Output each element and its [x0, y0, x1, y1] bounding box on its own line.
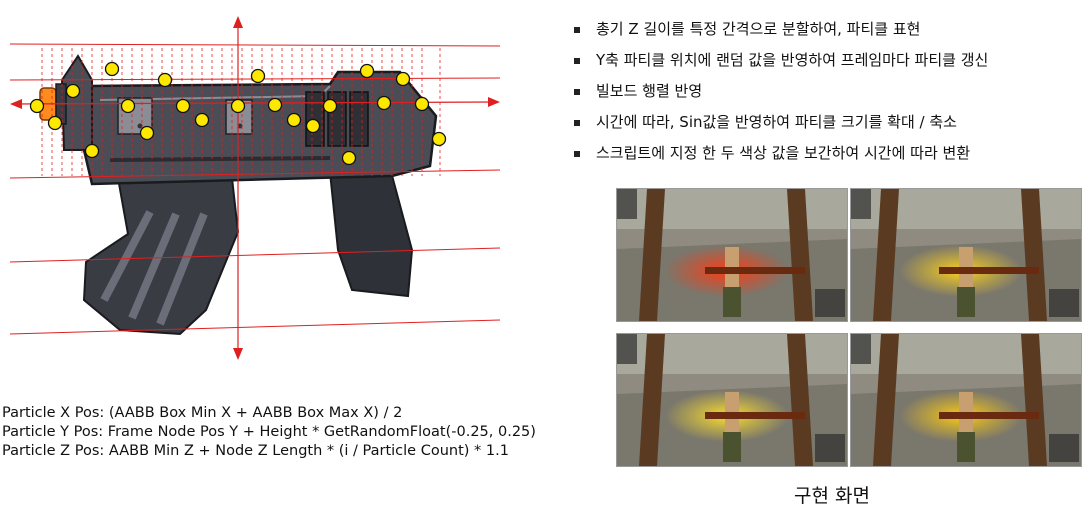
particle-marker	[414, 96, 430, 112]
particle-marker	[250, 68, 266, 84]
z-axis-arrow-left	[10, 99, 22, 109]
bounding-guide-line	[9, 43, 501, 47]
particle-marker	[47, 115, 63, 131]
hud-panel	[1049, 434, 1079, 462]
bullet-text: Y축 파티클 위치에 랜덤 값을 반영하여 프레임마다 파티클 갱신	[596, 51, 989, 69]
scene-pillar	[1021, 334, 1047, 466]
formula-y: Particle Y Pos: Frame Node Pos Y + Heigh…	[2, 424, 536, 440]
particle-marker	[395, 71, 411, 87]
scene-pillar	[873, 334, 899, 466]
bullet-item: 총기 Z 길이를 특정 간격으로 분할하여, 파티클 표현	[574, 14, 1085, 45]
feature-bullet-list: 총기 Z 길이를 특정 간격으로 분할하여, 파티클 표현 Y축 파티클 위치에…	[574, 14, 1085, 169]
rifle	[705, 267, 805, 274]
particle-marker	[104, 61, 120, 77]
hud-panel	[617, 334, 637, 364]
hud-panel	[851, 189, 871, 219]
scene-pillar	[639, 334, 665, 466]
particle-marker	[431, 131, 447, 147]
particle-marker	[359, 63, 375, 79]
formula-block: Particle X Pos: (AABB Box Min X + AABB B…	[2, 404, 536, 461]
player-legs	[723, 287, 741, 317]
player-legs	[957, 432, 975, 462]
hud-panel	[851, 334, 871, 364]
game-scene	[617, 334, 847, 466]
bullet-icon	[574, 88, 580, 95]
bullet-text: 빌보드 행렬 반영	[596, 82, 703, 100]
scene-pillar	[639, 189, 665, 321]
gun-particle-diagram	[9, 16, 501, 360]
hud-panel	[617, 189, 637, 219]
particle-marker	[376, 95, 392, 111]
formula-z: Particle Z Pos: AABB Min Z + Node Z Leng…	[2, 443, 509, 459]
particle-marker	[84, 143, 100, 159]
scene-pillar	[787, 189, 813, 321]
bullet-text: 총기 Z 길이를 특정 간격으로 분할하여, 파티클 표현	[596, 20, 921, 38]
implementation-caption: 구현 화면	[794, 485, 870, 507]
game-scene	[851, 189, 1081, 321]
y-axis-arrow-up	[233, 16, 243, 28]
scene-pillar	[873, 189, 899, 321]
z-axis-arrow-right	[488, 97, 500, 107]
hud-panel	[1049, 289, 1079, 317]
game-scene	[617, 189, 847, 321]
bullet-item: Y축 파티클 위치에 랜덤 값을 반영하여 프레임마다 파티클 갱신	[574, 45, 1085, 76]
bullet-item: 빌보드 행렬 반영	[574, 76, 1085, 107]
particle-marker	[230, 98, 246, 114]
bullet-item: 스크립트에 지정 한 두 색상 값을 보간하여 시간에 따라 변환	[574, 138, 1085, 169]
bullet-icon	[574, 150, 580, 157]
particle-marker	[194, 112, 210, 128]
particle-marker	[120, 98, 136, 114]
bullet-icon	[574, 57, 580, 64]
particle-marker	[267, 97, 283, 113]
rifle	[939, 267, 1039, 274]
rifle	[705, 412, 805, 419]
bullet-text: 시간에 따라, Sin값을 반영하여 파티클 크기를 확대 / 축소	[596, 113, 957, 131]
scene-pillar	[1021, 189, 1047, 321]
hud-panel	[815, 289, 845, 317]
particle-marker	[65, 83, 81, 99]
player-legs	[957, 287, 975, 317]
bounding-guide-line	[9, 169, 501, 179]
particle-markers	[29, 61, 447, 166]
y-axis-arrow-down	[233, 348, 243, 360]
screenshot-4	[850, 333, 1082, 467]
game-scene	[851, 334, 1081, 466]
particle-marker	[157, 72, 173, 88]
formula-x: Particle X Pos: (AABB Box Min X + AABB B…	[2, 405, 403, 421]
screenshot-1	[616, 188, 848, 322]
particle-marker	[341, 150, 357, 166]
particle-marker	[29, 98, 45, 114]
bounding-guide-line	[9, 319, 501, 335]
particle-marker	[286, 112, 302, 128]
bullet-text: 스크립트에 지정 한 두 색상 값을 보간하여 시간에 따라 변환	[596, 144, 971, 162]
scene-pillar	[787, 334, 813, 466]
bullet-icon	[574, 119, 580, 126]
particle-marker	[139, 125, 155, 141]
player-legs	[723, 432, 741, 462]
rifle	[939, 412, 1039, 419]
screenshot-2	[850, 188, 1082, 322]
particle-marker	[175, 98, 191, 114]
particle-marker	[322, 98, 338, 114]
particle-marker	[305, 118, 321, 134]
bullet-icon	[574, 26, 580, 33]
hud-panel	[815, 434, 845, 462]
bounding-guide-line	[9, 247, 501, 263]
screenshot-3	[616, 333, 848, 467]
bullet-item: 시간에 따라, Sin값을 반영하여 파티클 크기를 확대 / 축소	[574, 107, 1085, 138]
